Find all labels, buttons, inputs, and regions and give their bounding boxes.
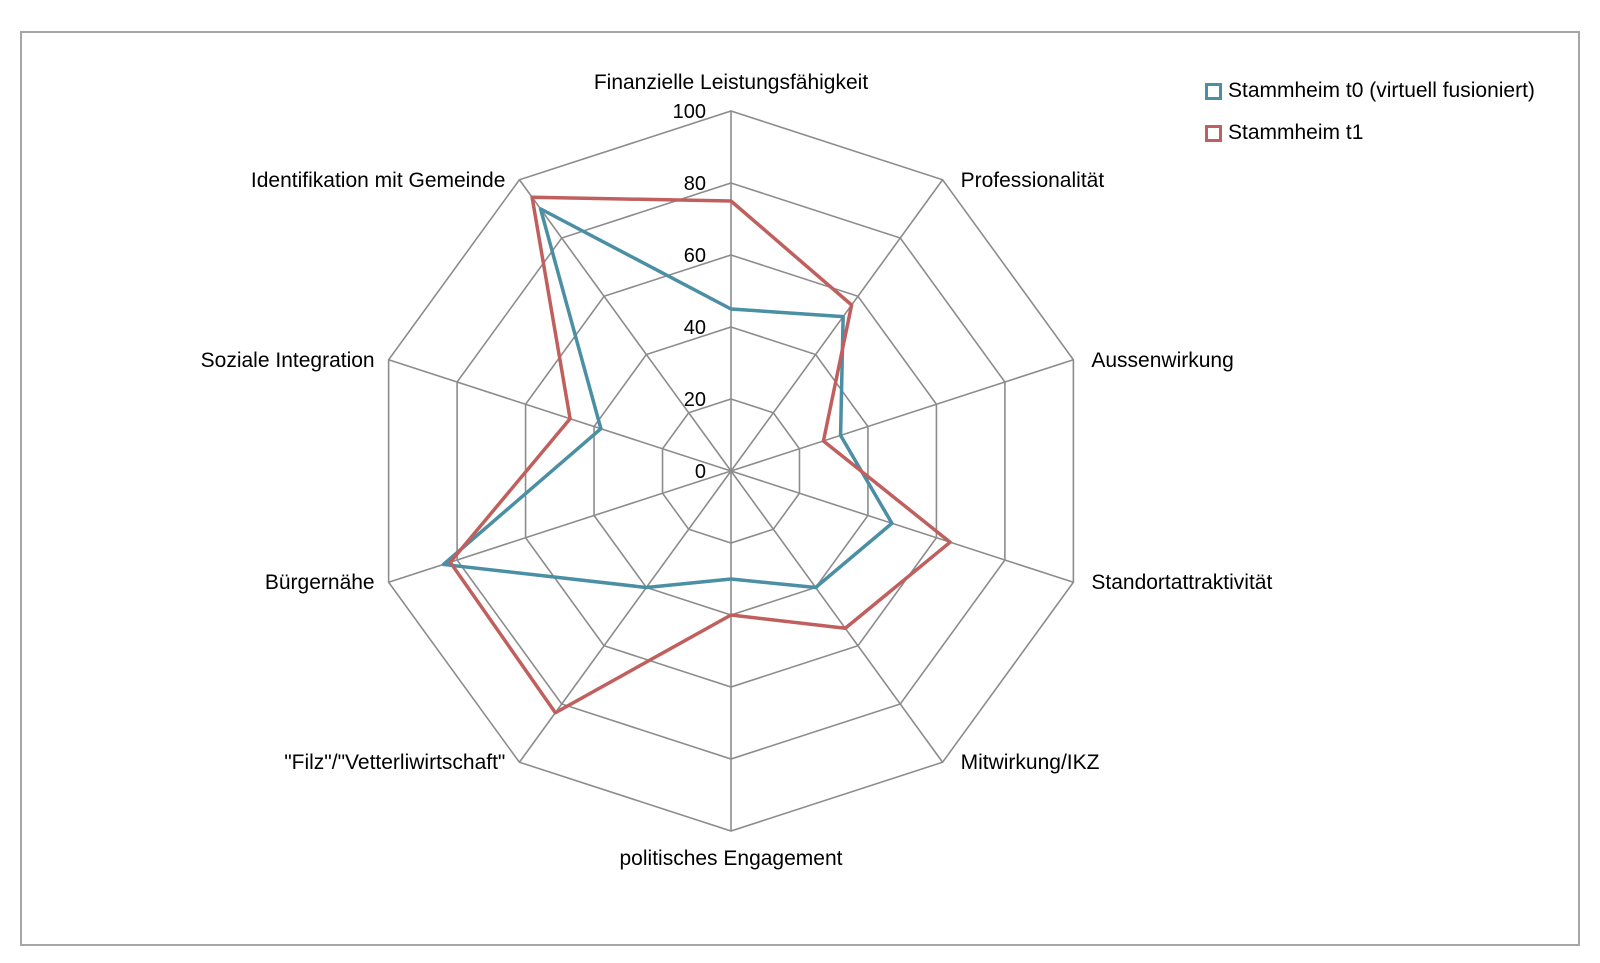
axis-label-0: Finanzielle Leistungsfähigkeit: [594, 71, 868, 94]
legend-swatch-t0: [1205, 82, 1222, 100]
tick-labels: 0 20 40 60 80 100: [673, 101, 706, 483]
grid-spoke-3: [730, 470, 1074, 584]
tick-label-1: 20: [684, 389, 706, 411]
legend-label-t1: Stammheim t1: [1228, 121, 1364, 144]
axis-label-7: Bürgernähe: [265, 571, 375, 594]
grid-spoke-6: [518, 470, 732, 763]
tick-label-2: 40: [684, 317, 706, 339]
axis-labels: Finanzielle LeistungsfähigkeitProfession…: [201, 71, 1273, 870]
tick-label-3: 60: [684, 245, 706, 267]
grid-spoke-1: [730, 179, 944, 472]
axis-label-5: politisches Engagement: [620, 847, 843, 870]
legend: Stammheim t0 (virtuell fusioniert) Stamm…: [1205, 78, 1535, 162]
legend-item-t1: Stammheim t1: [1205, 120, 1535, 146]
tick-label-5: 100: [673, 101, 706, 123]
grid-spoke-9: [518, 179, 732, 472]
series-line-0: [441, 207, 894, 590]
tick-label-4: 80: [684, 173, 706, 195]
tick-label-0: 0: [695, 461, 706, 483]
grid-spoke-2: [730, 358, 1074, 472]
legend-item-t0: Stammheim t0 (virtuell fusioniert): [1205, 78, 1535, 104]
axis-label-2: Aussenwirkung: [1091, 349, 1233, 372]
grid-spokes: [388, 111, 1074, 831]
grid-spoke-7: [388, 470, 732, 584]
legend-label-t0: Stammheim t0 (virtuell fusioniert): [1228, 79, 1535, 102]
series-lines: [441, 195, 952, 715]
axis-label-8: Soziale Integration: [201, 349, 375, 372]
axis-label-3: Standortattraktivität: [1091, 571, 1272, 594]
axis-label-1: Professionalität: [961, 169, 1105, 192]
grid-spoke-8: [388, 358, 732, 472]
axis-label-9: Identifikation mit Gemeinde: [251, 169, 505, 192]
axis-label-6: "Filz"/"Vetterliwirtschaft": [284, 751, 505, 774]
grid-spoke-4: [730, 470, 944, 763]
legend-swatch-t1: [1205, 124, 1222, 142]
axis-label-4: Mitwirkung/IKZ: [961, 751, 1100, 774]
